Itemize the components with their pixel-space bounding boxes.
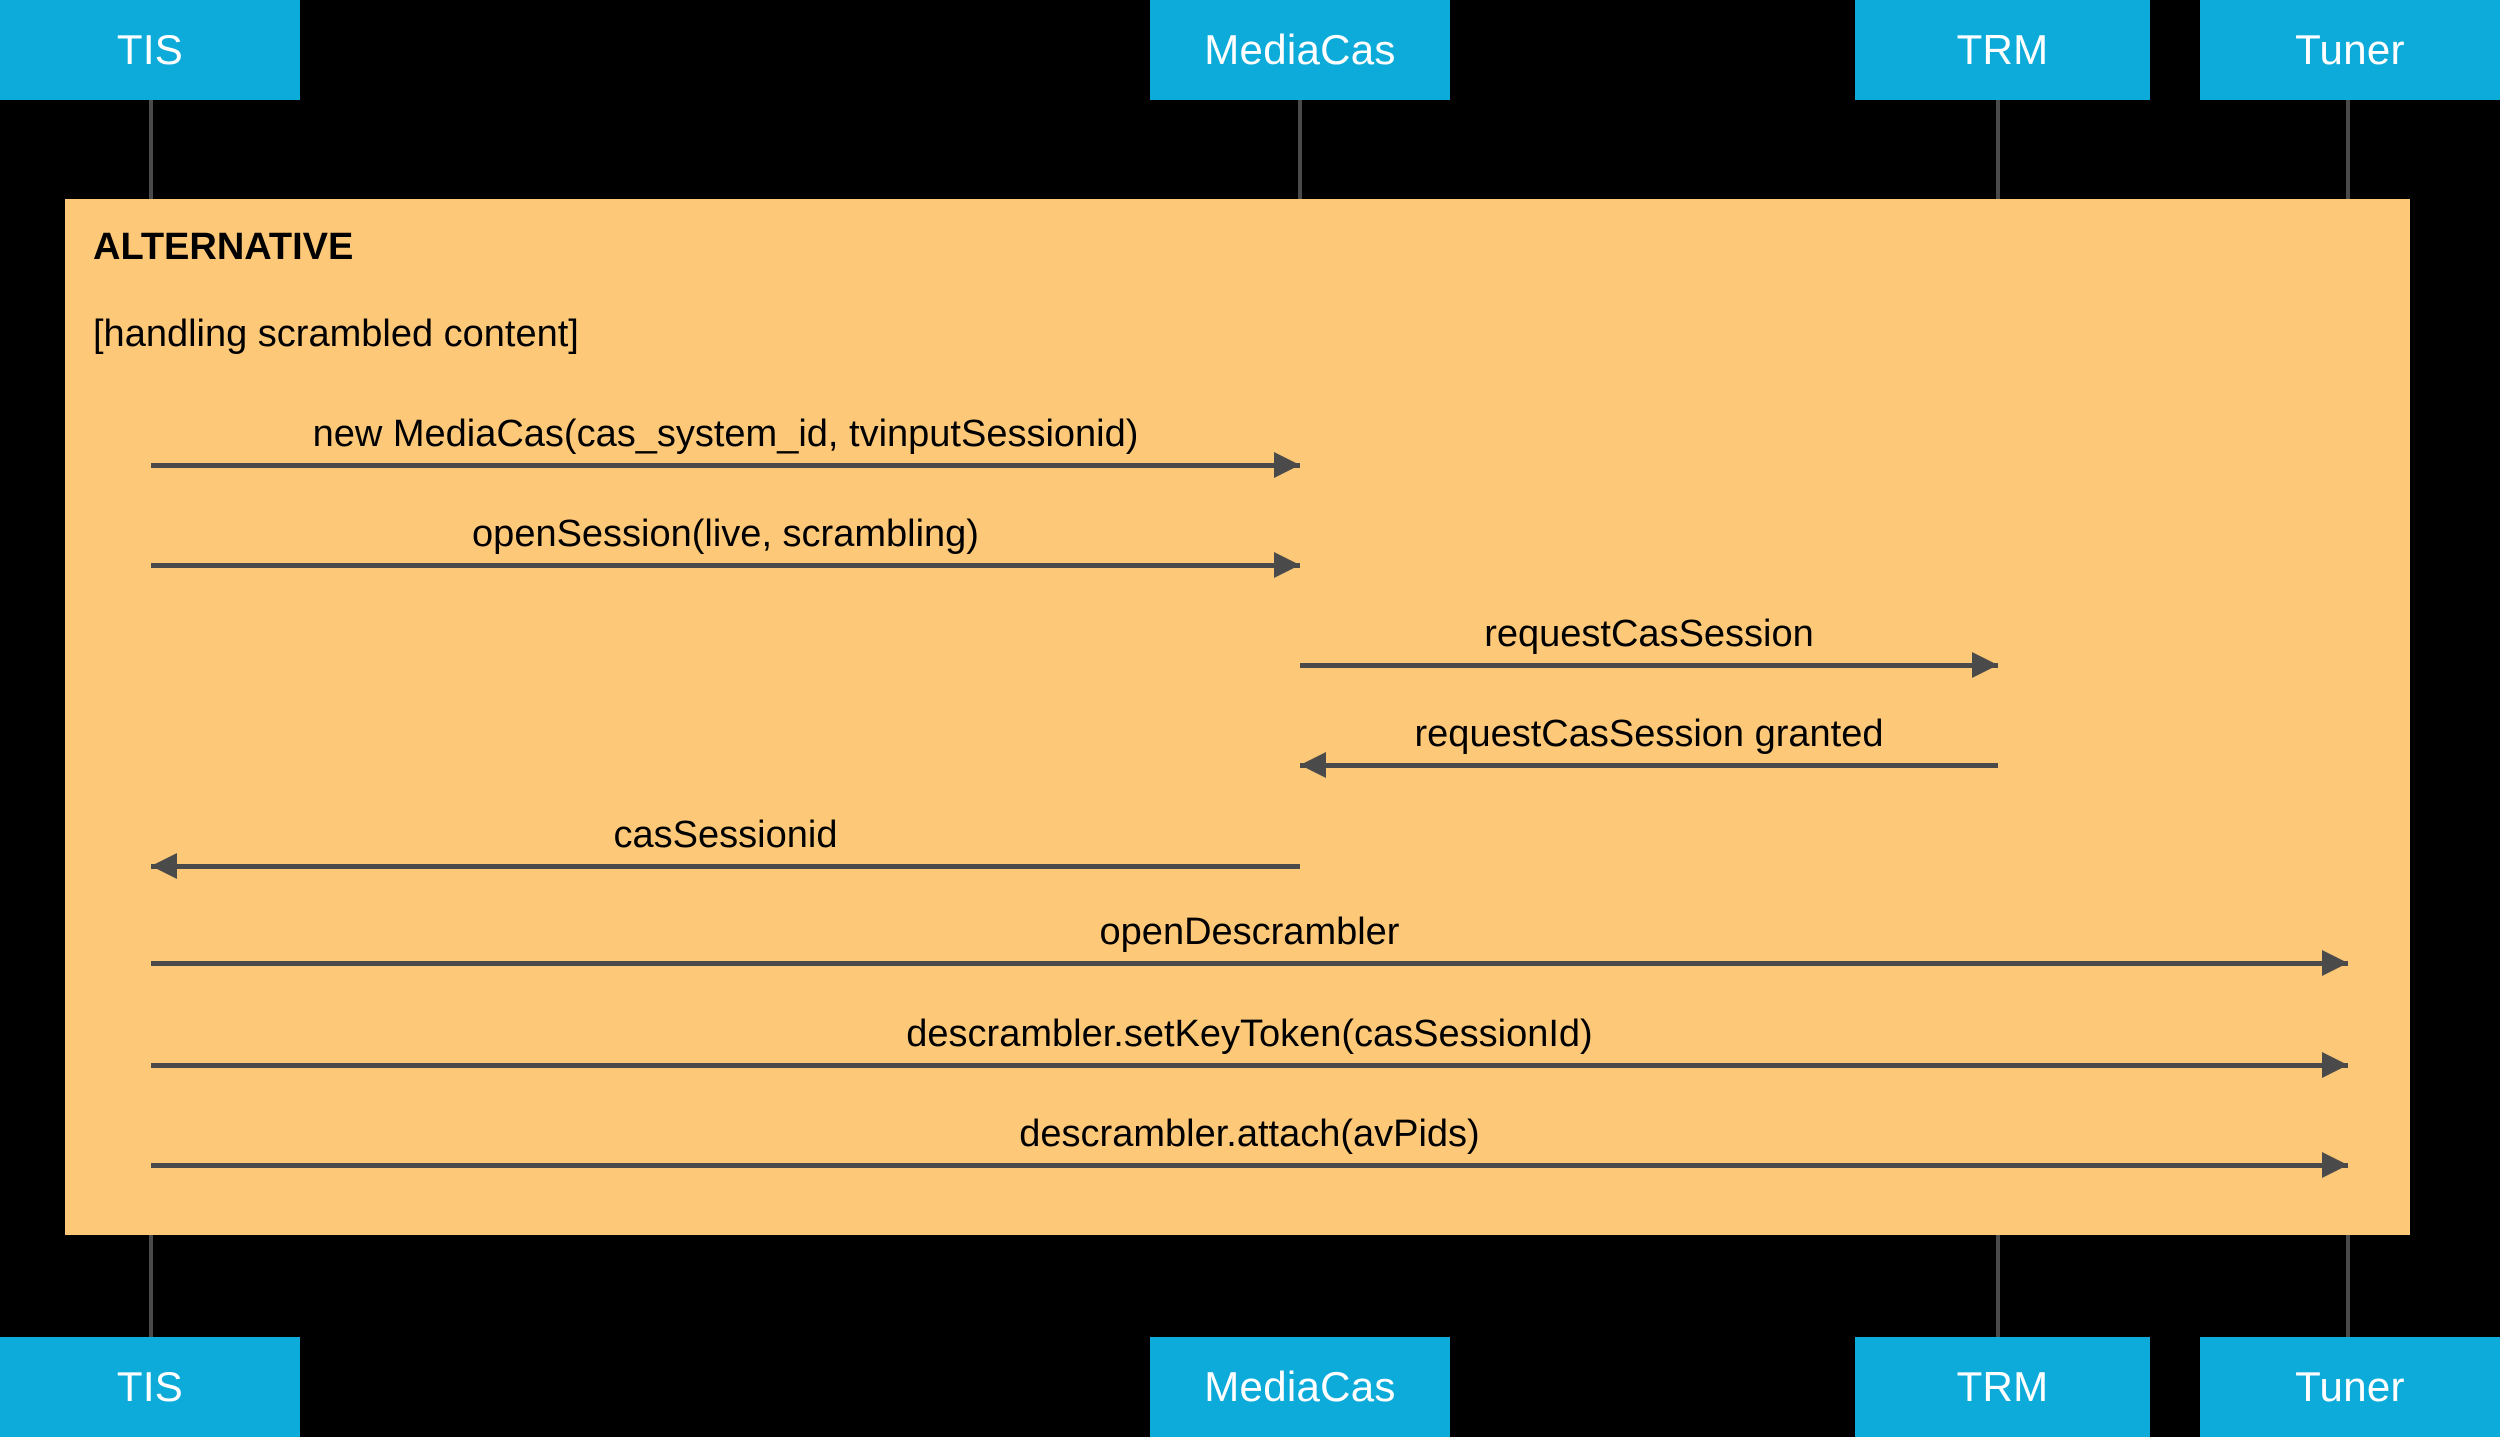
message-arrow-line [151,961,2348,966]
message-arrow-line [151,1063,2348,1068]
message-arrow-line [151,563,1300,568]
message-arrow-head [2322,1052,2348,1078]
message-label: casSessionid [613,814,838,856]
message-label: new MediaCas(cas_system_id, tvinputSessi… [312,413,1139,455]
message-arrow-head [2322,1152,2348,1178]
message-arrow-head [1300,752,1326,778]
message-arrow-head [1274,552,1300,578]
fragment-guard-condition: [handling scrambled content] [93,313,579,355]
message-arrow-head [1972,652,1998,678]
actor-label-tuner: Tuner [2295,26,2405,73]
actor-label-trm: TRM [1956,26,2049,73]
message-label: openDescrambler [1099,911,1400,953]
actor-box-trm-top[interactable]: TRM [1855,0,2150,100]
message-label: descrambler.attach(avPids) [1019,1113,1480,1155]
actor-box-tis-bottom[interactable]: TIS [0,1337,300,1437]
actor-label-mediacas: MediaCas [1204,1363,1396,1410]
message-label: requestCasSession [1484,613,1814,655]
actor-box-tuner-top[interactable]: Tuner [2200,0,2500,100]
actor-label-tuner: Tuner [2295,1363,2405,1410]
message-arrow-head [151,853,177,879]
actor-label-tis: TIS [116,1363,184,1410]
message-arrow-line [1300,763,1998,768]
message-arrow-line [151,864,1300,869]
actor-box-tis-top[interactable]: TIS [0,0,300,100]
alt-fragment-box [65,199,2410,1235]
actor-label-mediacas: MediaCas [1204,26,1396,73]
message-arrow-line [1300,663,1998,668]
message-arrow-head [1274,452,1300,478]
actor-box-mediacas-top[interactable]: MediaCas [1150,0,1450,100]
message-label: requestCasSession granted [1414,713,1884,755]
message-arrow-line [151,1163,2348,1168]
message-label: openSession(live, scrambling) [472,513,979,555]
message-arrow-line [151,463,1300,468]
fragment-title: ALTERNATIVE [93,226,354,268]
message-label: descrambler.setKeyToken(casSessionId) [906,1013,1593,1055]
message-arrow-head [2322,950,2348,976]
actor-label-trm: TRM [1956,1363,2049,1410]
actor-box-trm-bottom[interactable]: TRM [1855,1337,2150,1437]
actor-box-tuner-bottom[interactable]: Tuner [2200,1337,2500,1437]
actor-box-mediacas-bottom[interactable]: MediaCas [1150,1337,1450,1437]
actor-label-tis: TIS [116,26,184,73]
